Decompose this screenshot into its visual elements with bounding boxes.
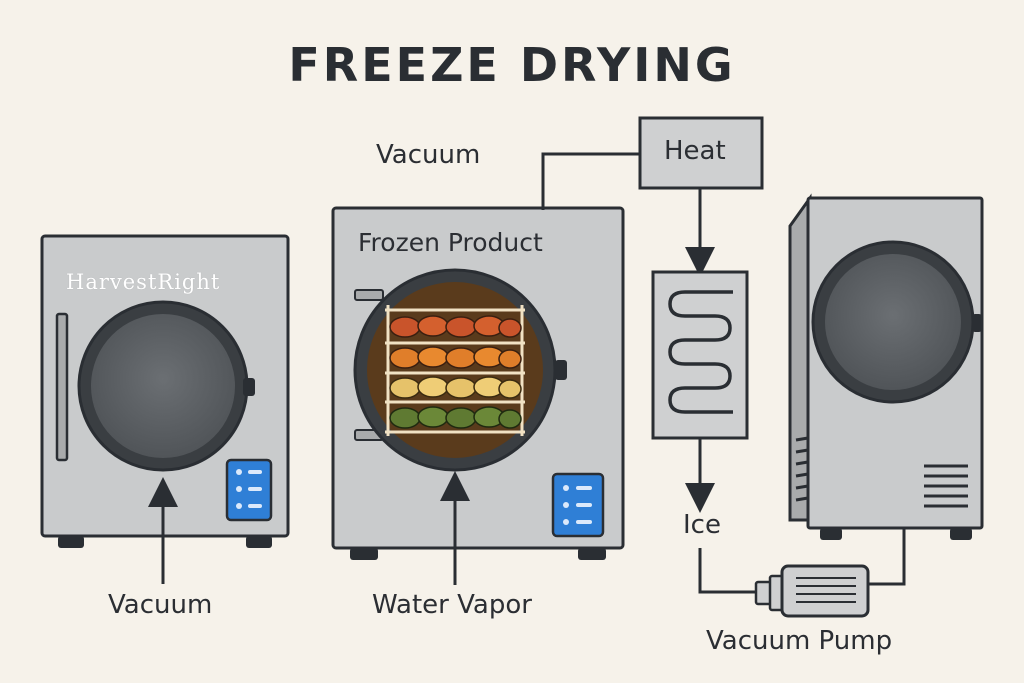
condenser-coil	[668, 290, 733, 414]
brand-logo-text: HarvestRight	[66, 270, 221, 294]
vacuum-pump	[754, 564, 870, 618]
hose-right	[868, 528, 906, 586]
label-ice: Ice	[683, 510, 721, 540]
vent-slats-front	[924, 464, 968, 508]
tray-red	[389, 315, 522, 338]
diagram-title: FREEZE DRYING	[288, 38, 736, 92]
label-vacuum-top: Vacuum	[376, 140, 481, 170]
control-panel-center	[551, 472, 605, 538]
tray-orange	[389, 346, 522, 369]
label-frozen-product: Frozen Product	[358, 228, 543, 257]
label-vacuum-pump: Vacuum Pump	[706, 626, 893, 656]
product-trays	[385, 305, 525, 436]
heat-box	[638, 116, 764, 190]
tray-yellow	[389, 376, 522, 399]
right-freeze-dryer	[788, 193, 984, 540]
label-vacuum-bottom: Vacuum	[108, 590, 213, 620]
handle-icon	[55, 312, 69, 462]
control-panel-left	[225, 458, 273, 522]
connector-heat	[541, 152, 640, 210]
left-freeze-dryer	[40, 234, 290, 548]
label-water-vapor: Water Vapor	[372, 590, 532, 620]
hose-left	[698, 548, 766, 594]
label-heat: Heat	[664, 136, 726, 166]
tray-green	[389, 406, 522, 429]
center-freeze-dryer	[331, 206, 625, 560]
vent-slats-side	[795, 436, 809, 502]
